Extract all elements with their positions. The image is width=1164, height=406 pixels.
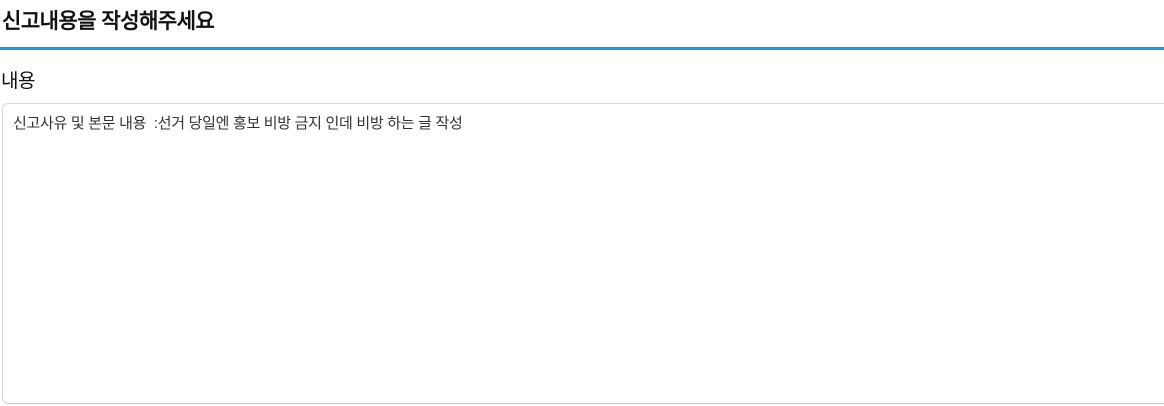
report-form-page: 신고내용을 작성해주세요 내용 신고사유 및 본문 내용 :선거 당일엔 홍보 …	[0, 8, 1164, 406]
title-divider	[0, 47, 1164, 50]
content-label: 내용	[1, 71, 35, 92]
page-title: 신고내용을 작성해주세요	[2, 10, 215, 33]
content-textarea[interactable]: 신고사유 및 본문 내용 :선거 당일엔 홍보 비방 금지 인데 비방 하는 글…	[2, 103, 1164, 404]
